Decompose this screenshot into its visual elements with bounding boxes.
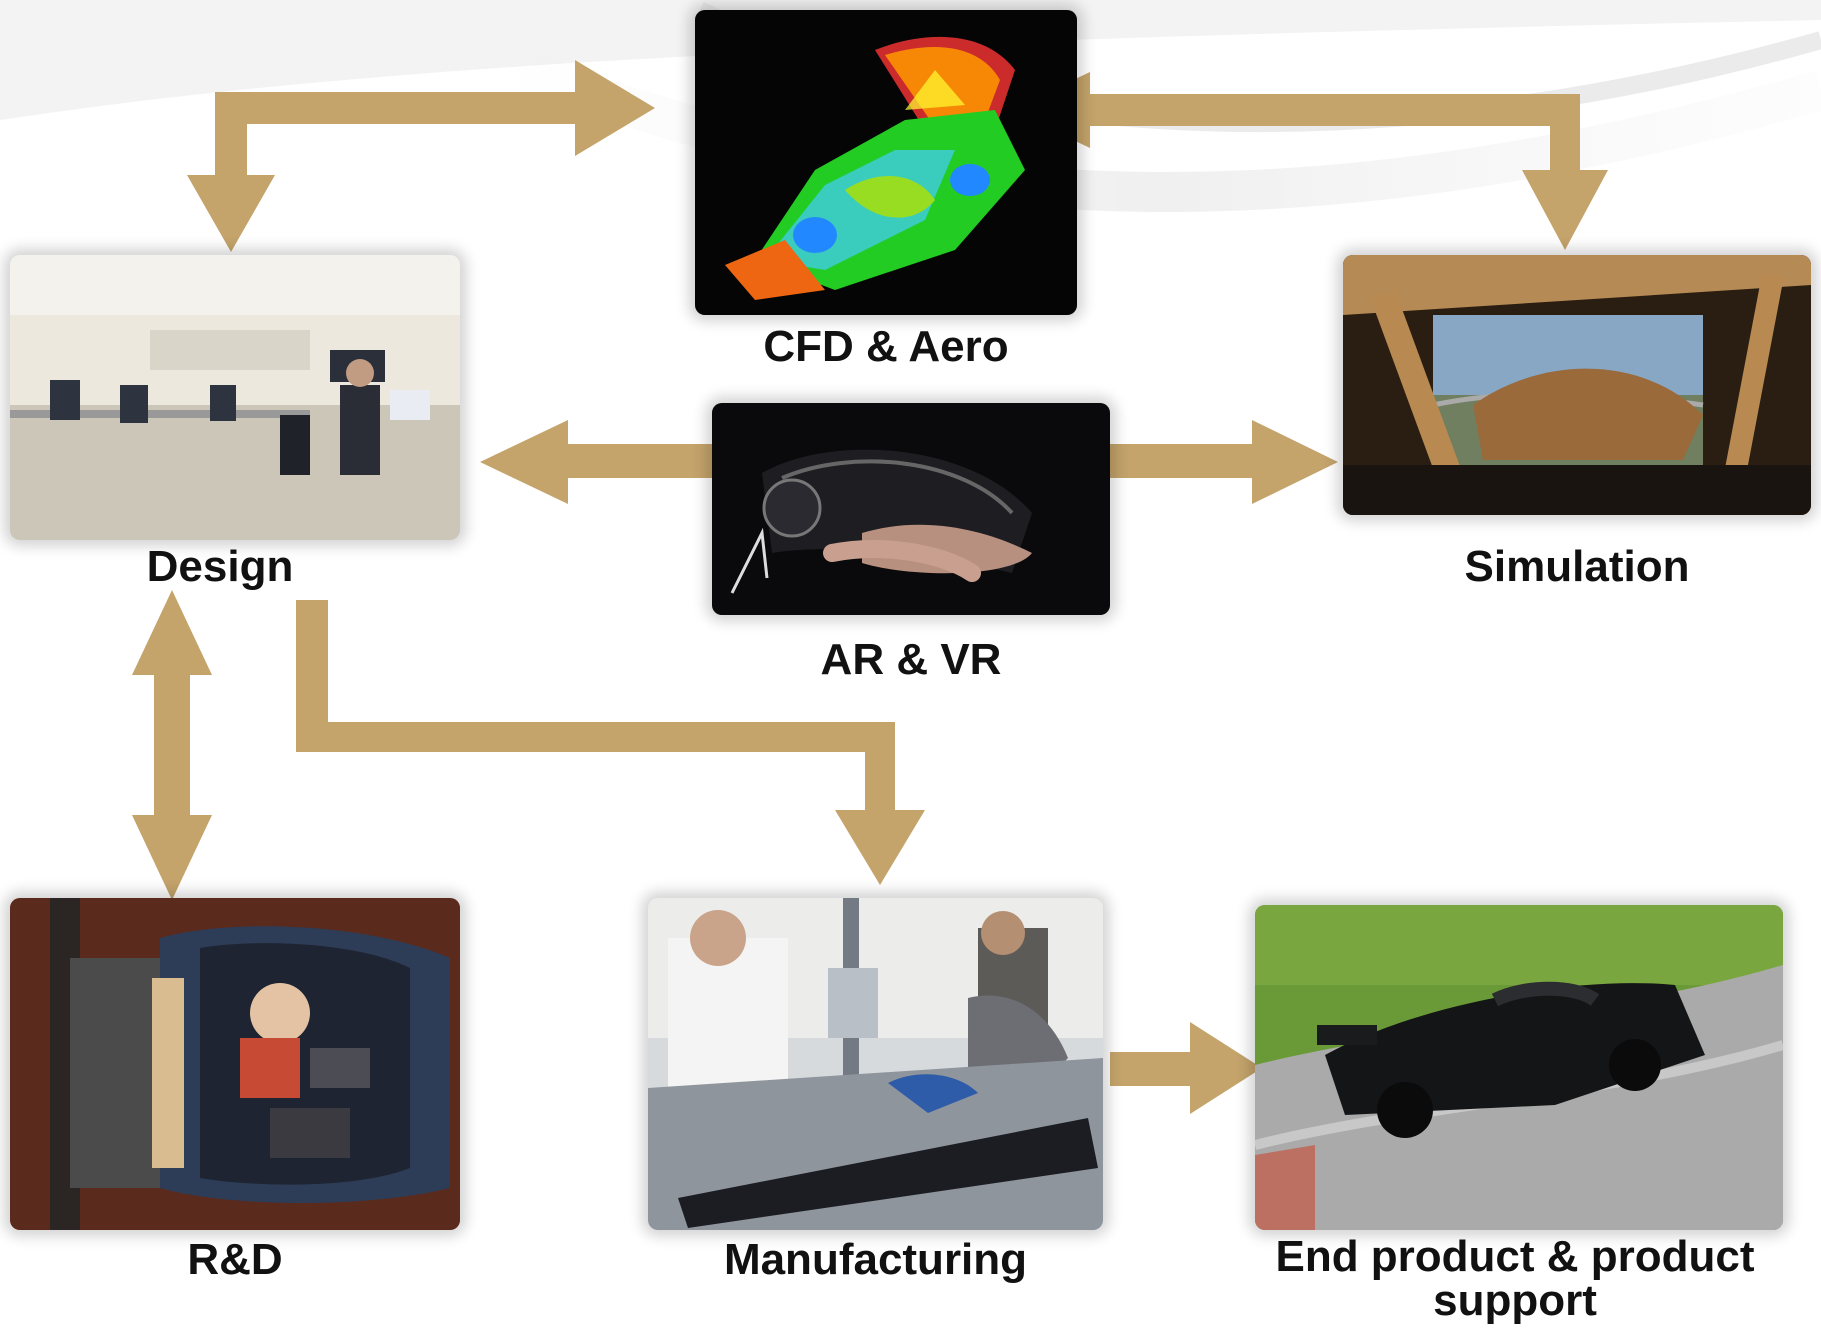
arrow-arvr-simulation [1105, 420, 1338, 504]
label-design: Design [146, 542, 294, 591]
arrow-manufacturing-endproduct [1110, 1022, 1262, 1114]
cfd-car-visualization-icon [695, 10, 1077, 315]
label-manufacturing: Manufacturing [723, 1235, 1028, 1284]
label-end-product-line2: support [1433, 1276, 1597, 1325]
label-simulation: Simulation [1464, 542, 1690, 591]
design-office-icon [10, 255, 460, 540]
race-car-icon [1255, 905, 1783, 1230]
measurement-lab-icon [648, 898, 1103, 1230]
label-cfd-aero: CFD & Aero [763, 322, 1009, 371]
vr-headset-icon [712, 403, 1110, 615]
arrow-cfd-simulation [1010, 72, 1608, 250]
label-end-product-line1: End product & product [1275, 1232, 1755, 1281]
crash-test-dummy-icon [10, 898, 460, 1230]
arrow-design-manufacturing [296, 600, 925, 885]
label-rnd: R&D [187, 1235, 283, 1284]
arrow-arvr-design [480, 420, 720, 504]
driving-simulator-icon [1343, 255, 1811, 515]
arrow-design-rnd [132, 590, 212, 900]
label-ar-vr: AR & VR [820, 635, 1002, 684]
arrow-design-cfd [187, 60, 655, 252]
